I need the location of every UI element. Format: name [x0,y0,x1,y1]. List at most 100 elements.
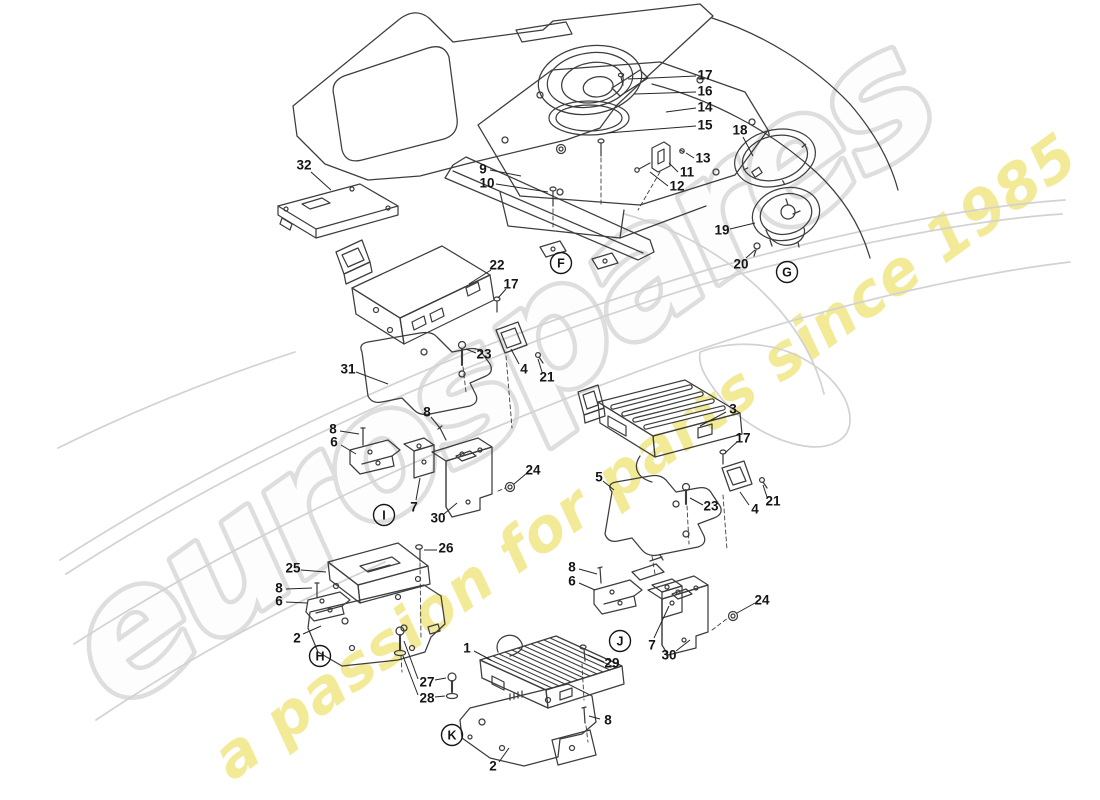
callout-11: 11 [680,165,695,180]
leader-line [415,477,421,501]
leader-line [300,569,327,573]
callout-4: 4 [751,502,759,517]
watermark: eurospares a passion for parts since 198… [22,0,1091,794]
support-bracket-bar [444,156,655,270]
leader-line [739,491,750,506]
callout-7: 7 [648,638,656,653]
callout-31: 31 [340,362,356,377]
callout-23: 23 [703,499,719,514]
callout-10: 10 [479,176,494,191]
callout-27: 27 [419,675,434,690]
callout-6: 6 [330,435,338,450]
callout-24: 24 [525,463,541,478]
leader-line [497,288,507,299]
callout-23: 23 [476,347,492,362]
callout-1: 1 [463,641,471,656]
leader-line [402,655,419,696]
svg-text:F: F [557,257,565,271]
callout-8: 8 [329,422,337,437]
callout-19: 19 [714,223,729,238]
callout-6: 6 [275,594,283,609]
callout-3: 3 [729,402,737,417]
callout-8: 8 [275,581,283,596]
mounting-frame-bracket [335,239,373,285]
leader-line [729,222,756,230]
speaker-clip-bracket [651,141,671,173]
leader-line [602,480,615,491]
leader-line [537,358,543,373]
callout-5: 5 [595,470,603,485]
leader-line [745,249,756,259]
gasket-4-right [721,460,753,492]
callout-12: 12 [669,179,684,194]
amp1-heatsink-fins [485,637,617,689]
leader-line [587,654,605,663]
callout-29: 29 [604,656,619,671]
head-unit-22 [335,239,495,345]
leader-line [473,650,492,661]
section-marker-K: K [440,723,464,747]
leader-line [578,582,596,591]
callout-6: 6 [568,574,576,589]
callout-24: 24 [754,593,770,608]
watermark-brand: eurospares [27,0,969,745]
svg-text:K: K [447,729,456,743]
leader-line [310,171,332,191]
callout-21: 21 [539,370,555,385]
leader-line [689,497,704,506]
section-marker-F: F [549,251,573,275]
leader-line [403,640,419,680]
leader-line [606,125,697,134]
leader-line [653,605,670,639]
module-32 [277,183,399,239]
callout-2: 2 [489,759,497,774]
leader-line [285,601,308,604]
bracket-group-I [349,437,493,518]
leader-line [468,269,492,285]
callout-17: 17 [735,431,750,446]
leader-line [742,136,754,157]
callout-2: 2 [293,631,301,646]
callout-14: 14 [697,100,713,115]
rear-speaker [751,186,821,248]
amplifier-3 [577,379,743,483]
callout-30: 30 [661,648,676,663]
leader-line [588,715,601,720]
section-marker-I: I [372,503,396,527]
leader-line [434,677,447,681]
callout-22: 22 [489,258,504,273]
module-25 [327,542,431,604]
callout-16: 16 [697,84,713,99]
leader-line [675,639,691,652]
mounting-pad-31 [360,331,492,416]
callout-8: 8 [423,405,431,420]
svg-text:I: I [382,509,385,523]
amplifier-1 [479,634,625,709]
section-marker-G: G [775,260,799,284]
callout-15: 15 [697,118,713,133]
leader-line [285,587,313,590]
leader-line [510,348,520,365]
bracket-group-J [593,554,709,656]
leader-line [443,502,458,515]
callout-13: 13 [695,151,711,166]
line-art [277,3,899,767]
leader-line [430,416,441,429]
callout-18: 18 [732,123,748,138]
car-body-curves [57,199,1071,721]
subwoofer-assembly [477,44,769,239]
alignment-guides [400,157,729,743]
svg-text:G: G [782,266,792,280]
leader-line [489,169,522,177]
callout-32: 32 [296,158,311,173]
leader-line [724,441,738,454]
section-marker-J: J [608,629,632,653]
leader-line [302,625,322,635]
leader-line [434,695,446,698]
leader-line [736,602,756,614]
callout-4: 4 [520,362,528,377]
callout-30: 30 [430,511,445,526]
callout-8: 8 [604,713,612,728]
